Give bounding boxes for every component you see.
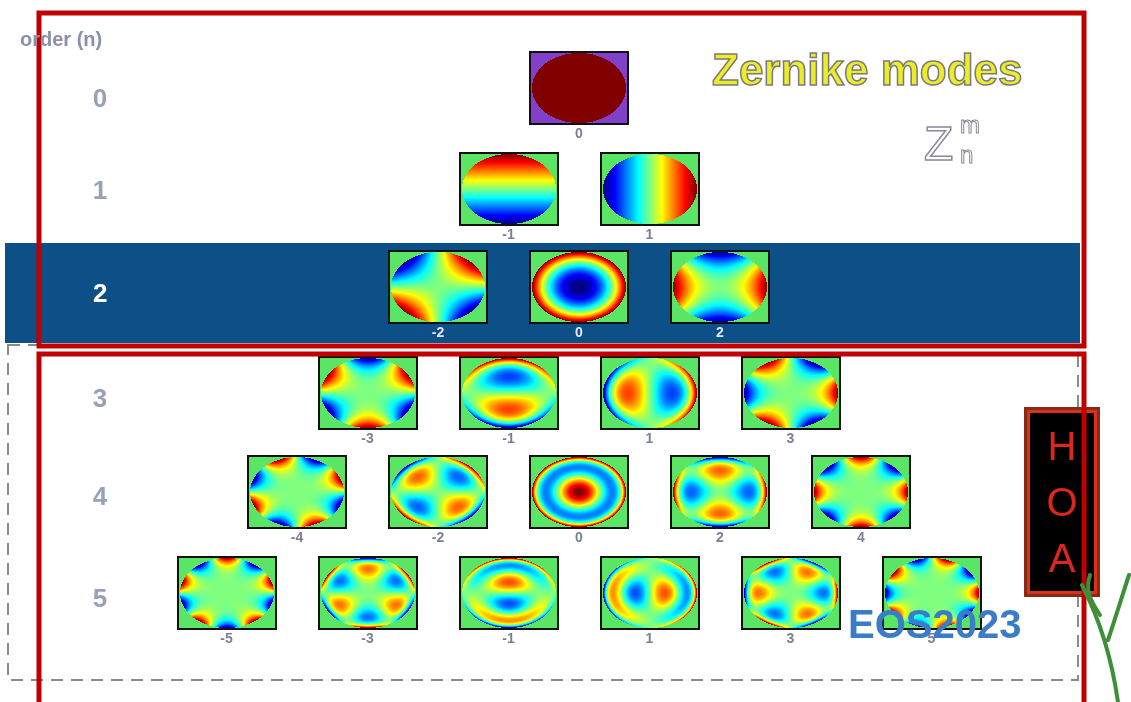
axis-label: order (n) xyxy=(20,28,102,50)
mode-index: -2 xyxy=(432,325,444,340)
row-number: 5 xyxy=(93,584,107,613)
diagram-title: Zernike modes xyxy=(712,46,1023,94)
row-number: 2 xyxy=(93,278,107,309)
symbol-subscript: n xyxy=(960,142,973,168)
watermark: EOS2023 xyxy=(848,602,1021,646)
mode-index: 3 xyxy=(787,431,795,446)
mode-index: -1 xyxy=(502,227,514,242)
mode-index: -2 xyxy=(432,530,444,545)
plant-logo xyxy=(1082,575,1129,702)
red-frame-bottom xyxy=(39,354,1084,702)
mode-index: -1 xyxy=(502,431,514,446)
mode-index: 2 xyxy=(716,530,724,545)
mode-index: 3 xyxy=(787,631,795,646)
mode-index: 0 xyxy=(575,325,583,340)
mode-index: -5 xyxy=(220,631,232,646)
row-number: 3 xyxy=(93,384,107,413)
hoa-label: HOA xyxy=(1042,418,1082,586)
row-number: 4 xyxy=(93,482,107,511)
mode-index: -3 xyxy=(361,431,373,446)
mode-index: 4 xyxy=(857,530,865,545)
symbol-superscript: m xyxy=(960,112,980,138)
mode-index: -4 xyxy=(291,530,303,545)
mode-index: 1 xyxy=(646,631,654,646)
row-number: 1 xyxy=(93,176,107,205)
red-frame-top xyxy=(39,13,1084,346)
mode-index: 1 xyxy=(646,431,654,446)
mode-index: 0 xyxy=(575,530,583,545)
mode-index: 2 xyxy=(716,325,724,340)
mode-index: -1 xyxy=(502,631,514,646)
mode-index: 1 xyxy=(646,227,654,242)
row-number: 0 xyxy=(93,84,107,113)
symbol-letter: Z xyxy=(924,118,953,171)
mode-index: -3 xyxy=(361,631,373,646)
mode-index: 0 xyxy=(575,126,583,141)
